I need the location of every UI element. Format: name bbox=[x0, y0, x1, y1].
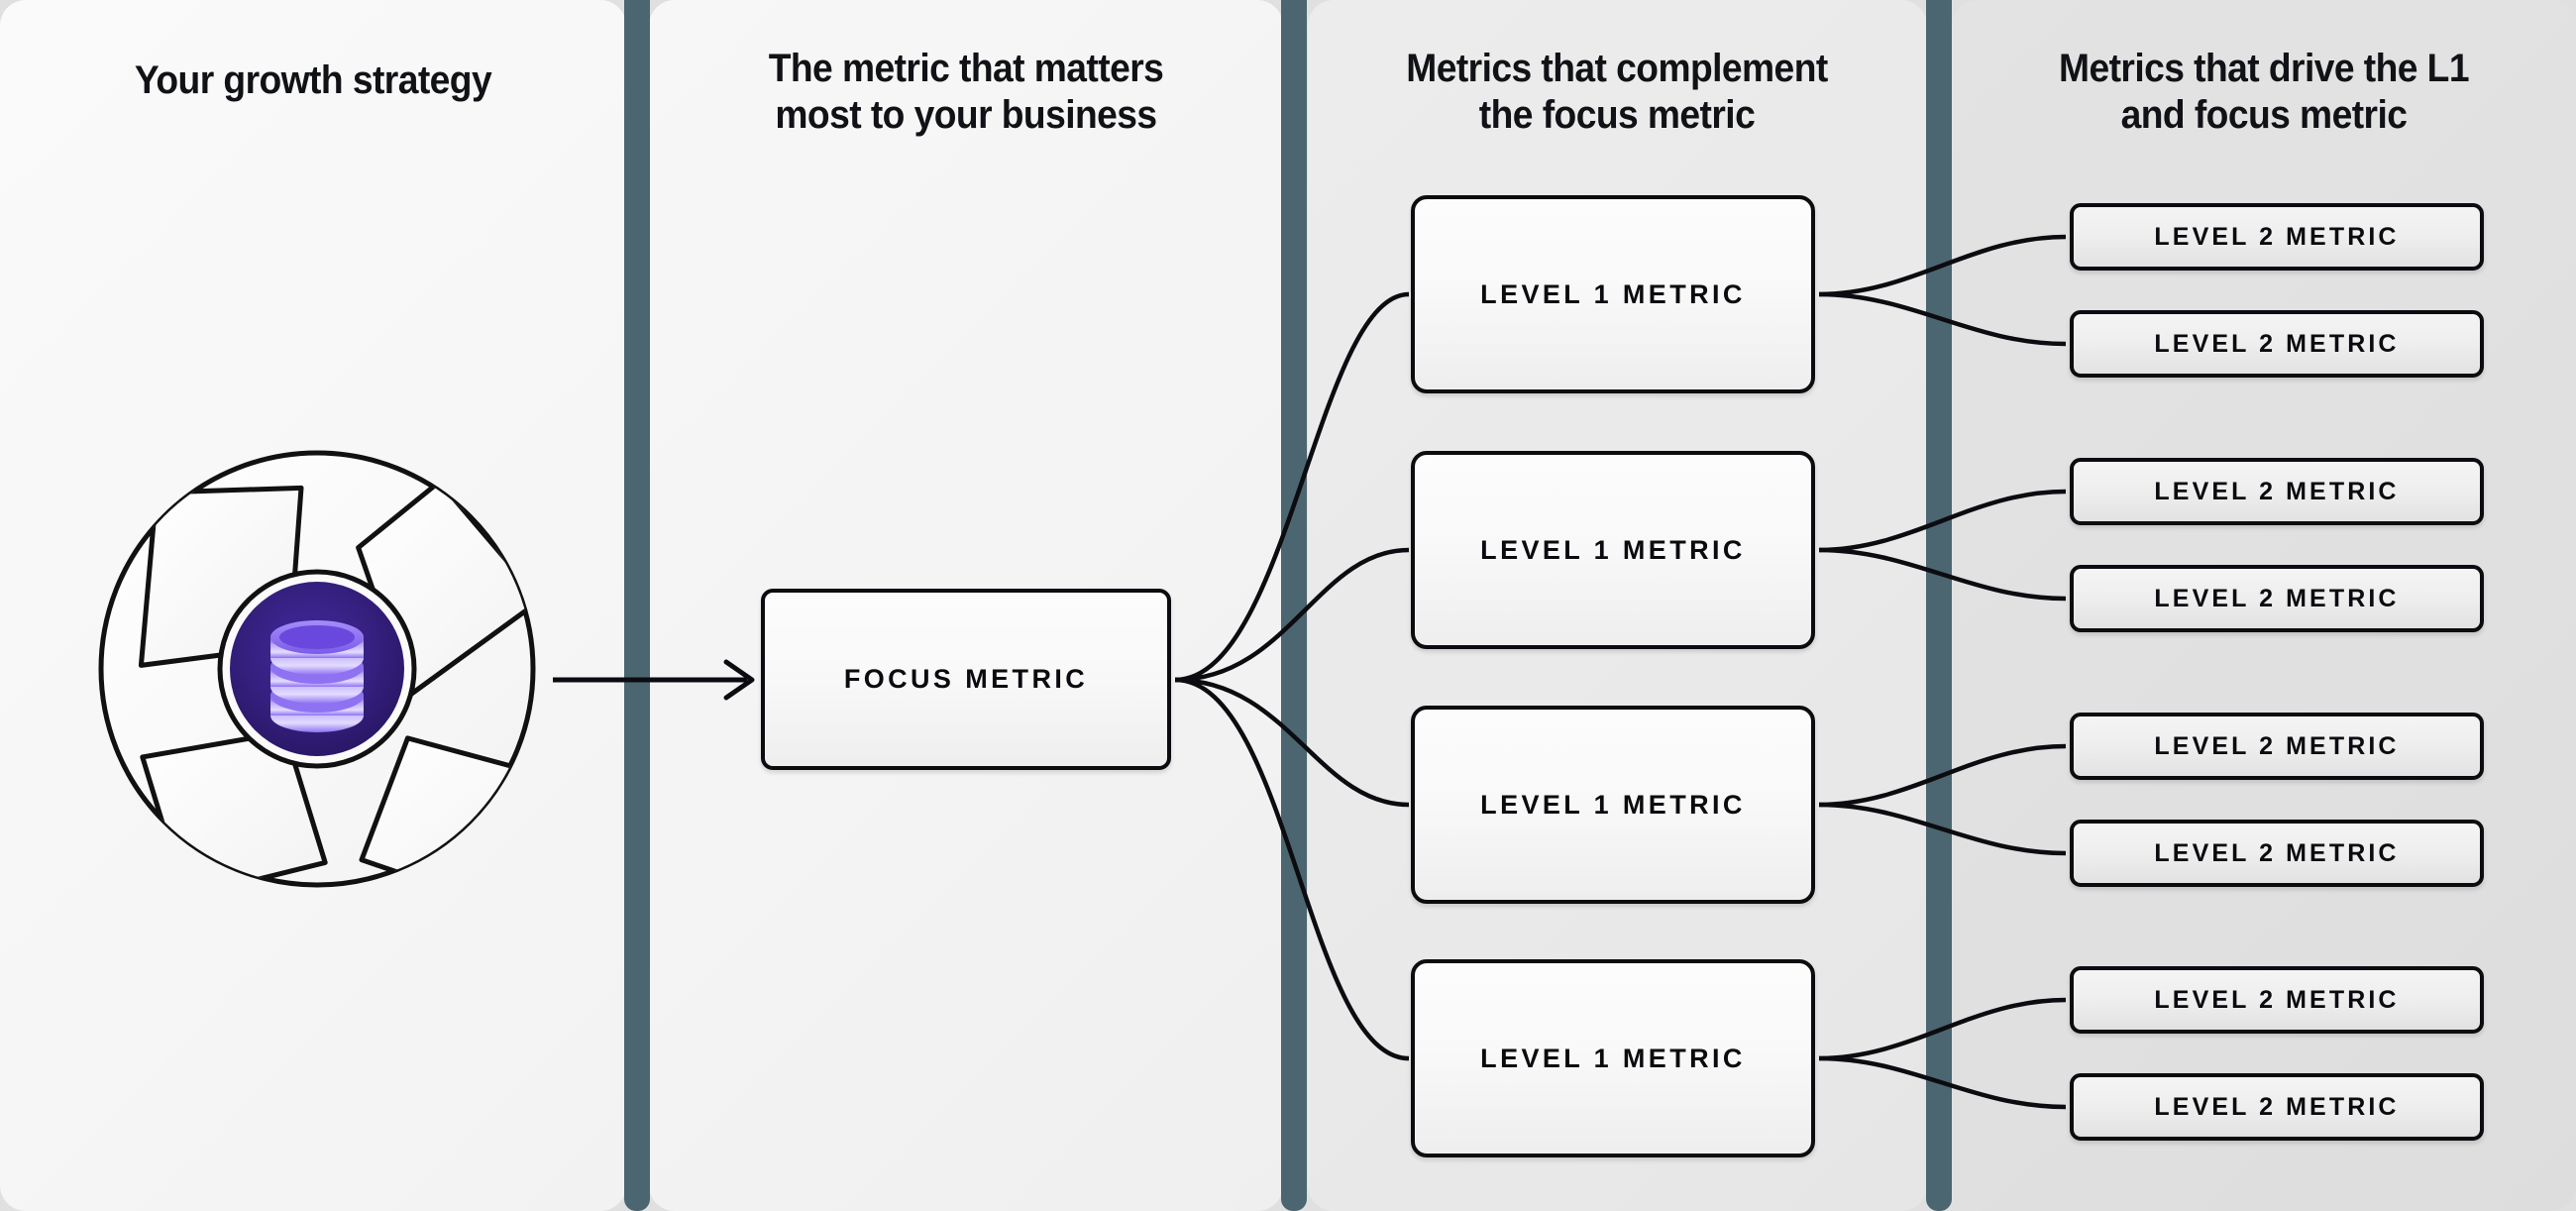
node-level1-metric-1[interactable]: LEVEL 1 METRIC bbox=[1411, 195, 1815, 393]
node-label: LEVEL 1 METRIC bbox=[1480, 534, 1746, 565]
node-level1-metric-4[interactable]: LEVEL 1 METRIC bbox=[1411, 959, 1815, 1157]
column-heading-growth-strategy: Your growth strategy bbox=[58, 57, 567, 104]
node-level2-metric-8[interactable]: LEVEL 2 METRIC bbox=[2070, 1073, 2484, 1141]
node-level2-metric-1[interactable]: LEVEL 2 METRIC bbox=[2070, 203, 2484, 271]
heading-line: the focus metric bbox=[1478, 93, 1756, 138]
node-label: FOCUS METRIC bbox=[843, 664, 1089, 694]
heading-line: most to your business bbox=[775, 93, 1157, 138]
column-heading-driver-metrics: Metrics that drive the L1 and focus metr… bbox=[2007, 46, 2522, 139]
node-level1-metric-3[interactable]: LEVEL 1 METRIC bbox=[1411, 706, 1815, 904]
heading-line: Metrics that complement bbox=[1406, 47, 1828, 90]
node-level1-metric-2[interactable]: LEVEL 1 METRIC bbox=[1411, 451, 1815, 649]
node-label: LEVEL 2 METRIC bbox=[2154, 1092, 2400, 1121]
node-focus-metric[interactable]: FOCUS METRIC bbox=[761, 589, 1171, 770]
heading-line: Metrics that drive the L1 bbox=[2059, 47, 2470, 90]
node-level2-metric-2[interactable]: LEVEL 2 METRIC bbox=[2070, 310, 2484, 378]
node-label: LEVEL 2 METRIC bbox=[2154, 329, 2400, 358]
column-heading-complement-metrics: Metrics that complement the focus metric bbox=[1362, 46, 1871, 139]
aperture-database-logo bbox=[84, 436, 550, 902]
column-divider-2 bbox=[1281, 0, 1307, 1211]
node-label: LEVEL 2 METRIC bbox=[2154, 584, 2400, 612]
node-level2-metric-7[interactable]: LEVEL 2 METRIC bbox=[2070, 966, 2484, 1034]
heading-line: and focus metric bbox=[2120, 93, 2408, 138]
node-label: LEVEL 2 METRIC bbox=[2154, 838, 2400, 867]
node-label: LEVEL 2 METRIC bbox=[2154, 731, 2400, 760]
column-divider-1 bbox=[624, 0, 650, 1211]
node-level2-metric-6[interactable]: LEVEL 2 METRIC bbox=[2070, 820, 2484, 887]
node-level2-metric-3[interactable]: LEVEL 2 METRIC bbox=[2070, 458, 2484, 525]
node-level2-metric-5[interactable]: LEVEL 2 METRIC bbox=[2070, 713, 2484, 780]
heading-line: Your growth strategy bbox=[134, 58, 492, 102]
heading-line: The metric that matters bbox=[768, 47, 1164, 90]
node-label: LEVEL 2 METRIC bbox=[2154, 222, 2400, 251]
node-label: LEVEL 1 METRIC bbox=[1480, 789, 1746, 820]
node-label: LEVEL 2 METRIC bbox=[2154, 477, 2400, 505]
column-divider-3 bbox=[1926, 0, 1952, 1211]
database-icon bbox=[270, 620, 364, 732]
column-heading-focus-metric: The metric that matters most to your bus… bbox=[705, 46, 1227, 139]
node-level2-metric-4[interactable]: LEVEL 2 METRIC bbox=[2070, 565, 2484, 632]
node-label: LEVEL 2 METRIC bbox=[2154, 985, 2400, 1014]
node-label: LEVEL 1 METRIC bbox=[1480, 1043, 1746, 1073]
node-label: LEVEL 1 METRIC bbox=[1480, 278, 1746, 309]
